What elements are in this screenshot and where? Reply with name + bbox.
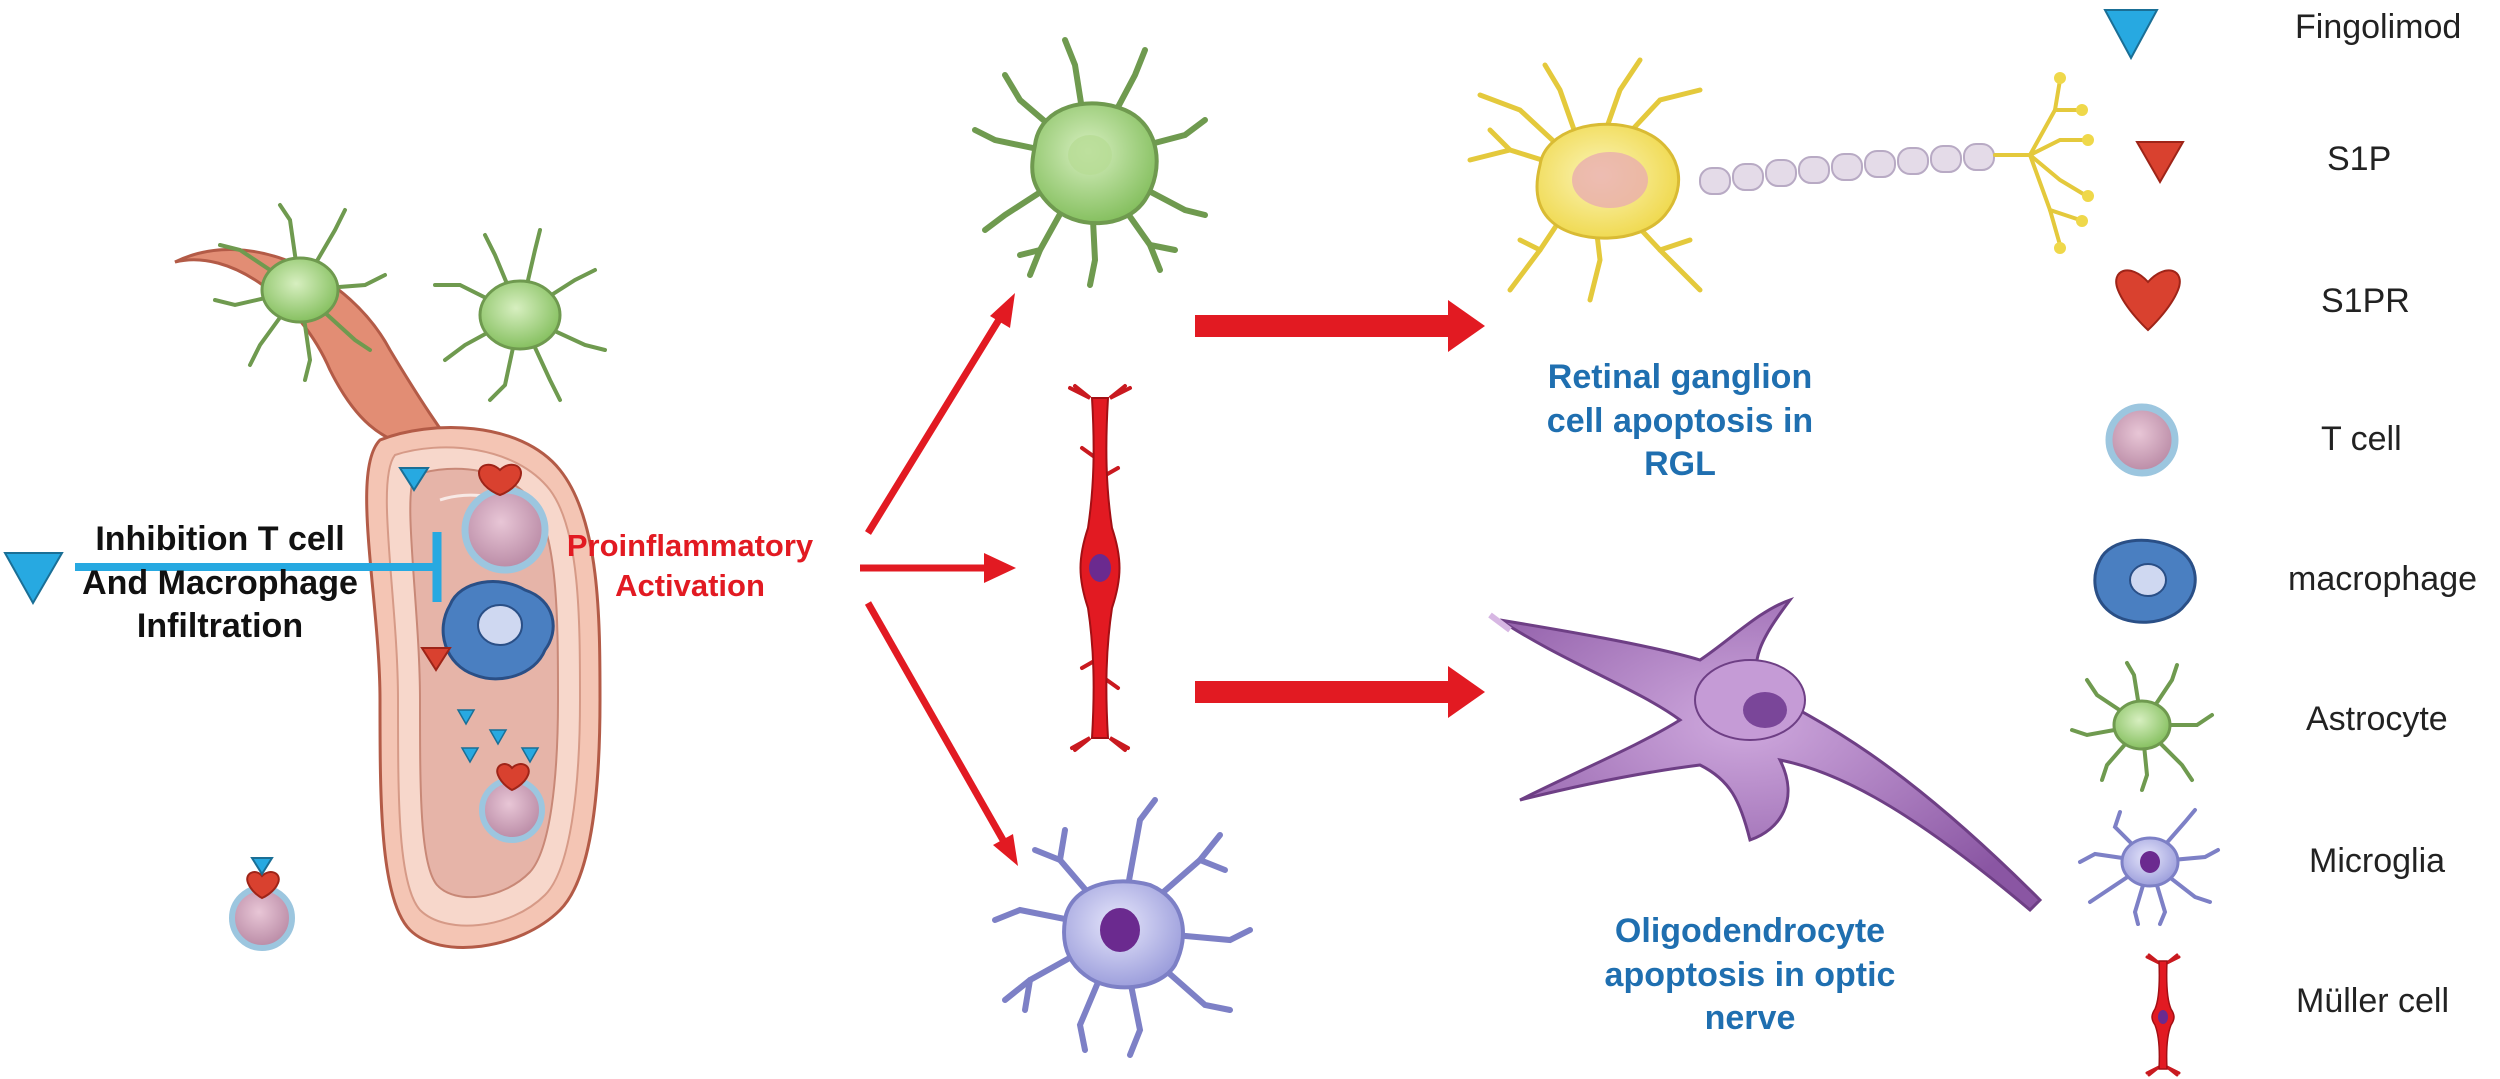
legend-label-microglia: Microglia [2309, 842, 2446, 880]
retinal-ganglion-neuron [1467, 57, 2094, 303]
muller-cell-icon [2145, 953, 2181, 1077]
oligodendrocyte [1488, 597, 2043, 913]
activation-arrow-to-microglia [864, 601, 1018, 866]
arrow-to-rgc [1195, 300, 1485, 352]
oligo-label-line1: Oligodendrocyte [1614, 912, 1886, 950]
arrow-to-oligodendrocyte [1195, 666, 1485, 718]
legend-label-s1p: S1P [2327, 140, 2392, 178]
oligo-label-line3: nerve [1704, 999, 1796, 1038]
legend-label-fingolimod: Fingolimod [2295, 8, 2462, 46]
s1pr-receptor-1 [478, 463, 522, 497]
muller-cell [1068, 384, 1132, 752]
inhibition-label-line2: And Macrophage [82, 563, 358, 602]
activation-arrow-to-muller [860, 553, 1016, 583]
macrophage-in-vessel [441, 580, 555, 681]
astrocyte-on-vessel-1 [213, 203, 387, 382]
legend [2070, 9, 2220, 1077]
proinflammatory-label-line1: Proinflammatory [566, 528, 814, 563]
inhibition-label-line3: Infiltration [136, 607, 304, 646]
inhibition-label-line1: Inhibition T cell [95, 520, 345, 558]
oligodendrocyte-apoptosis-label: Oligodendrocyte apoptosis in optic nerve [1580, 910, 1920, 1041]
rgc-apoptosis-label: Retinal ganglion cell apoptosis in RGL [1520, 356, 1840, 487]
macrophage-icon [2093, 538, 2197, 624]
legend-label-astrocyte: Astrocyte [2306, 700, 2448, 738]
rgc-label-line2: cell apoptosis in [1546, 401, 1814, 440]
s1pr-icon [2115, 269, 2181, 332]
astrocyte-on-vessel-2 [433, 228, 607, 402]
legend-label-macrophage: macrophage [2288, 560, 2478, 598]
proinflammatory-label: Proinflammatory Activation [550, 526, 830, 605]
microglia-icon [2078, 808, 2220, 926]
rgc-label-line1: Retinal ganglion [1547, 358, 1813, 396]
s1p-icon [2135, 141, 2185, 185]
oligo-label-line2: apoptosis in optic [1604, 955, 1896, 994]
legend-label-t-cell: T cell [2321, 420, 2402, 458]
inhibition-label: Inhibition T cell And Macrophage Infiltr… [70, 518, 370, 649]
microglia-activated [992, 797, 1253, 1058]
t-cell-free [229, 857, 295, 951]
t-cell-in-vessel-1 [461, 486, 549, 574]
t-cell-icon [2105, 403, 2179, 477]
fingolimod-icon [2103, 9, 2159, 61]
astrocyte-activated [972, 37, 1208, 288]
fingolimod-marker-vessel-top [398, 467, 430, 492]
astrocyte-icon [2070, 661, 2214, 792]
legend-label-s1pr: S1PR [2321, 282, 2410, 320]
rgc-label-line3: RGL [1644, 445, 1716, 484]
activation-arrow-to-astrocyte [865, 293, 1015, 535]
t-cell-in-vessel-2 [479, 763, 545, 843]
proinflammatory-label-line2: Activation [615, 567, 765, 603]
legend-label-muller-cell: Müller cell [2296, 982, 2450, 1020]
fingolimod-inhibitor [3, 552, 64, 606]
s1p-marker-vessel [420, 647, 452, 672]
inhibition-line [75, 532, 442, 602]
